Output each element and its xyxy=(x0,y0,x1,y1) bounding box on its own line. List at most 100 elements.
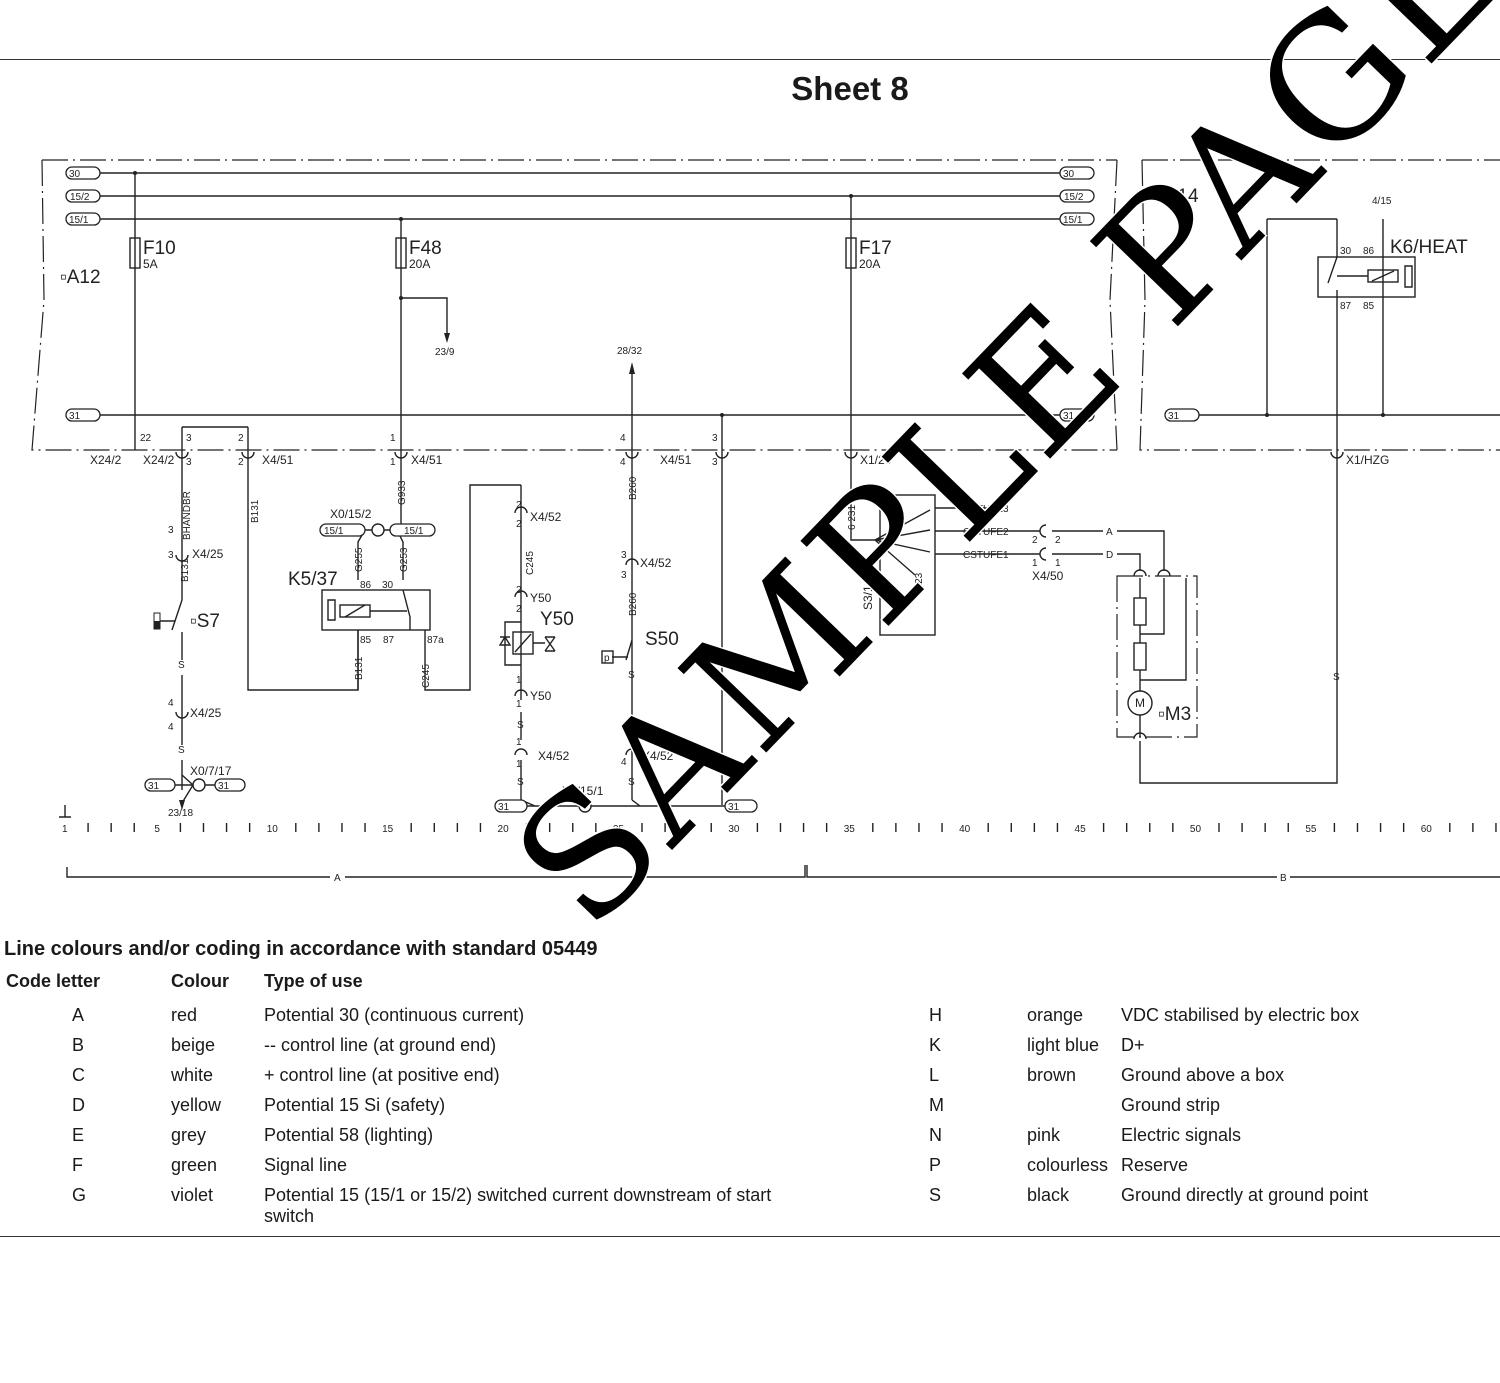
module-a12-label: ▫A12 xyxy=(60,267,101,288)
legend-colour: pink xyxy=(1027,1125,1061,1145)
legend-code: D xyxy=(72,1095,85,1115)
legend-type: Potential 15 (15/1 or 15/2) switched cur… xyxy=(264,1185,772,1226)
svg-text:Y50: Y50 xyxy=(530,689,552,703)
sample-page-watermark: SAMPLE PAGE xyxy=(478,0,1500,935)
legend-colour: white xyxy=(171,1065,214,1085)
svg-text:2: 2 xyxy=(1032,535,1038,546)
svg-text:S50: S50 xyxy=(645,629,679,650)
k6-heat-label: K6/HEAT xyxy=(1390,237,1468,258)
svg-text:4: 4 xyxy=(621,722,627,733)
svg-text:85: 85 xyxy=(360,635,372,646)
svg-text:3: 3 xyxy=(168,550,174,561)
svg-text:30: 30 xyxy=(69,169,81,180)
svg-text:4: 4 xyxy=(168,722,174,733)
legend-code: S xyxy=(929,1185,942,1205)
svg-text:S: S xyxy=(628,777,635,788)
svg-text:4/15: 4/15 xyxy=(1372,196,1392,207)
svg-text:31: 31 xyxy=(218,781,230,792)
svg-text:X0/7/17: X0/7/17 xyxy=(190,764,232,778)
svg-text:31: 31 xyxy=(498,802,510,813)
svg-text:Y50: Y50 xyxy=(540,609,574,630)
svg-text:86: 86 xyxy=(360,580,372,591)
legend-colour: colourless xyxy=(1027,1155,1109,1175)
svg-text:X4/50: X4/50 xyxy=(1032,569,1064,583)
svg-text:X4/25: X4/25 xyxy=(190,706,222,720)
svg-text:B260: B260 xyxy=(628,476,639,500)
svg-text:CSTUFE3: CSTUFE3 xyxy=(963,504,1009,515)
svg-text:15/2: 15/2 xyxy=(1064,192,1084,203)
svg-text:X24/2: X24/2 xyxy=(143,453,175,467)
svg-text:S: S xyxy=(517,777,524,788)
legend-type: Ground directly at ground point xyxy=(1121,1185,1369,1205)
ruler-label: 25 xyxy=(613,824,625,835)
svg-text:30: 30 xyxy=(1063,169,1075,180)
svg-text:1: 1 xyxy=(516,759,522,770)
legend-type: Electric signals xyxy=(1121,1125,1242,1145)
svg-text:A: A xyxy=(1106,527,1113,538)
legend-code: M xyxy=(929,1095,944,1115)
connector-cups xyxy=(175,451,1344,459)
svg-text:2: 2 xyxy=(516,585,522,596)
svg-text:G933: G933 xyxy=(397,480,408,505)
ref-28-32: 28/32 xyxy=(617,346,642,800)
bus-lines xyxy=(100,172,1500,416)
bottom-rule xyxy=(0,1236,1500,1237)
svg-text:3: 3 xyxy=(712,433,718,444)
svg-text:0123: 0123 xyxy=(914,572,925,595)
bus-31-pill-right: 31 xyxy=(1059,408,1095,422)
svg-text:3: 3 xyxy=(621,570,627,581)
legend-type: Potential 30 (continuous current) xyxy=(264,1005,525,1025)
svg-text:D: D xyxy=(1106,550,1113,561)
bus-30-pill-left: 30 xyxy=(65,166,101,180)
svg-text:86: 86 xyxy=(1363,246,1375,257)
svg-text:2: 2 xyxy=(1055,535,1061,546)
svg-text:S: S xyxy=(628,670,635,681)
ruler-label: 10 xyxy=(267,824,279,835)
bus-31-pill-a14: 31 xyxy=(1164,408,1200,422)
svg-text:X4/25: X4/25 xyxy=(192,547,224,561)
legend-type: Ground above a box xyxy=(1121,1065,1285,1085)
ground-bus-x0-15-1: 31 31 X0/15/1 xyxy=(494,784,758,813)
legend-code: F xyxy=(72,1155,83,1175)
legend-colour: red xyxy=(171,1005,198,1025)
legend-code: K xyxy=(929,1035,942,1055)
ruler-label: 50 xyxy=(1190,824,1202,835)
svg-text:15/1: 15/1 xyxy=(404,526,424,537)
svg-text:31: 31 xyxy=(69,411,81,422)
svg-text:2: 2 xyxy=(516,604,522,615)
solenoid-y50: 22 X4/52 C245 22 Y50 Y50 11 Y50 S 11 X4/… xyxy=(498,485,574,807)
svg-text:31: 31 xyxy=(1063,411,1075,422)
svg-text:1: 1 xyxy=(390,433,396,444)
svg-text:▫M3: ▫M3 xyxy=(1158,704,1191,725)
wiring-diagram: ▫A12 ▫A14 30 15/2 15/1 31 30 15/2 15/1 3… xyxy=(31,0,1500,935)
svg-text:87: 87 xyxy=(383,635,395,646)
ruler-label: 30 xyxy=(728,824,740,835)
section-brackets: A B xyxy=(66,865,1500,884)
legend-type: Potential 58 (lighting) xyxy=(264,1125,434,1145)
svg-text:p: p xyxy=(604,653,610,664)
svg-text:X4/51: X4/51 xyxy=(262,453,294,467)
legend-code: L xyxy=(929,1065,940,1085)
svg-text:S3/1: S3/1 xyxy=(861,585,875,610)
svg-text:31: 31 xyxy=(728,802,740,813)
svg-text:X4/52: X4/52 xyxy=(538,749,570,763)
ref-23-9: 23/9 xyxy=(435,347,455,358)
svg-text:X24/2: X24/2 xyxy=(90,453,122,467)
legend-type: D+ xyxy=(1121,1035,1145,1055)
svg-text:87: 87 xyxy=(1340,301,1352,312)
svg-text:C245: C245 xyxy=(525,551,536,575)
svg-text:3: 3 xyxy=(186,433,192,444)
svg-text:M: M xyxy=(1135,696,1145,710)
svg-text:B131: B131 xyxy=(250,499,261,523)
legend-header-type: Type of use xyxy=(264,971,363,991)
svg-text:3: 3 xyxy=(168,525,174,536)
sheet-title: Sheet 8 xyxy=(791,70,909,107)
svg-text:1: 1 xyxy=(516,699,522,710)
svg-text:B131: B131 xyxy=(354,656,365,680)
legend-code: A xyxy=(72,1005,85,1025)
svg-text:2: 2 xyxy=(516,519,522,530)
legend-code: E xyxy=(72,1125,85,1145)
